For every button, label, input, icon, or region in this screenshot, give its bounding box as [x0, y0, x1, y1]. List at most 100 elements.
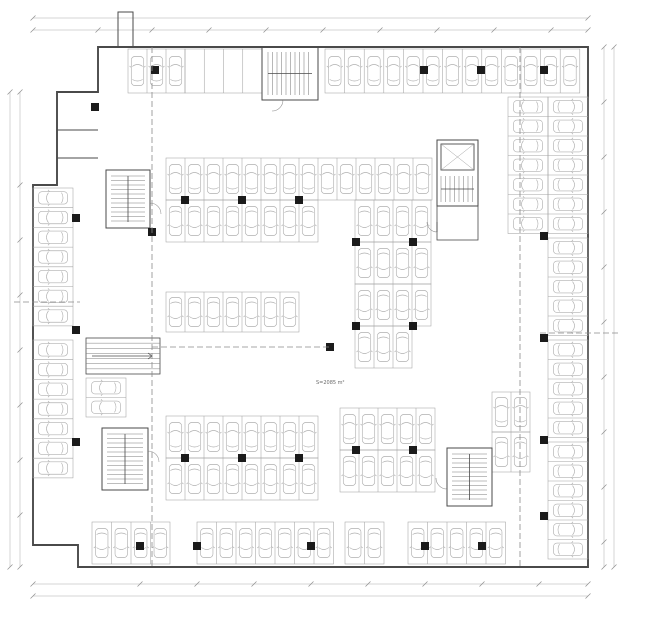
car-symbol: [356, 206, 373, 236]
car-symbol: [417, 414, 434, 444]
dimension-tick: [601, 539, 607, 545]
structural-column: [352, 322, 360, 330]
car-symbol: [379, 456, 396, 486]
car-symbol: [91, 379, 121, 396]
car-symbol: [375, 290, 392, 320]
car-symbol: [513, 98, 543, 115]
dimension-tick: [601, 44, 607, 50]
structural-column: [295, 196, 303, 204]
car-symbol: [553, 157, 583, 174]
car-symbol: [512, 397, 529, 427]
car-symbol: [341, 456, 358, 486]
car-symbol: [224, 464, 241, 494]
stair-enclosure: [105, 169, 151, 229]
car-symbol: [38, 381, 68, 398]
car-symbol: [417, 456, 434, 486]
parking-stall-row: [32, 339, 74, 479]
car-symbol: [522, 56, 540, 86]
car-symbol: [553, 278, 583, 295]
car-symbol: [357, 164, 374, 194]
parking-stall-row: [324, 48, 581, 94]
door-swing-arc: [271, 99, 284, 112]
dimension-tick: [601, 429, 607, 435]
structural-column: [540, 334, 548, 342]
structural-column: [409, 446, 417, 454]
car-symbol: [346, 528, 363, 558]
parking-group-right-1: [547, 96, 589, 234]
car-symbol: [493, 397, 510, 427]
dimension-tick: [601, 374, 607, 380]
car-symbol: [356, 290, 373, 320]
car-symbol: [198, 528, 215, 558]
car-symbol: [553, 502, 583, 519]
dimension-tick: [7, 89, 13, 95]
door-swing-arc: [426, 221, 438, 233]
car-symbol: [483, 56, 500, 86]
dimension-tick: [611, 44, 617, 50]
car-symbol: [553, 137, 583, 154]
elevator-cross: [440, 143, 475, 171]
structural-column: [238, 454, 246, 462]
car-symbol: [413, 206, 430, 236]
structural-column: [72, 214, 80, 222]
shaft-annex: [117, 11, 134, 48]
dimension-tick: [601, 319, 607, 325]
dimension-tick: [17, 237, 23, 243]
car-symbol: [224, 422, 241, 452]
elevator-outline: [440, 143, 475, 171]
car-symbol: [91, 399, 121, 416]
car-symbol: [38, 307, 68, 325]
structural-column: [478, 542, 486, 550]
car-symbol: [553, 541, 583, 558]
car-symbol: [315, 528, 332, 558]
car-symbol: [553, 443, 583, 460]
parking-group-right-4: [547, 441, 589, 560]
car-symbol: [262, 164, 279, 194]
car-symbol: [281, 164, 298, 194]
dimension-tick: [434, 27, 440, 33]
car-symbol: [360, 456, 377, 486]
dimension-tick: [536, 581, 542, 587]
structural-column: [540, 512, 548, 520]
car-symbol: [38, 400, 68, 418]
parking-stall-row: [354, 325, 413, 369]
car-symbol: [376, 164, 393, 194]
car-symbol: [553, 259, 583, 276]
car-symbol: [413, 290, 430, 320]
parking-stall-row: [32, 187, 74, 327]
structural-column: [540, 66, 548, 74]
dimension-tick: [30, 593, 36, 599]
car-symbol: [38, 209, 68, 226]
car-symbol: [326, 56, 344, 86]
car-symbol: [513, 137, 543, 154]
car-symbol: [237, 528, 254, 558]
parking-group-center-block-2: [354, 241, 432, 285]
structural-column: [352, 446, 360, 454]
car-symbol: [338, 164, 355, 194]
car-symbol: [38, 189, 68, 207]
parking-group-center-block-4: [354, 325, 413, 369]
dimension-tick: [601, 564, 607, 570]
car-symbol: [129, 56, 146, 86]
car-symbol: [243, 164, 260, 194]
structural-column: [352, 238, 360, 246]
ramp-outline: [85, 337, 161, 375]
car-symbol: [394, 332, 411, 362]
car-symbol: [553, 215, 583, 232]
parking-group-center-block-3: [354, 283, 432, 327]
structural-column: [151, 66, 159, 74]
parking-group-right-3: [547, 339, 589, 438]
parking-group-lower-block-a: [165, 415, 319, 459]
car-symbol: [394, 248, 411, 278]
car-symbol: [281, 464, 298, 494]
parking-stall-row: [547, 237, 589, 336]
car-symbol: [38, 341, 68, 359]
car-symbol: [356, 248, 373, 278]
car-symbol: [224, 206, 241, 236]
car-symbol: [224, 297, 241, 327]
parking-group-mid-row: [165, 291, 300, 333]
car-symbol: [257, 528, 274, 558]
car-symbol: [553, 380, 583, 397]
dimension-tick: [17, 347, 23, 353]
dimension-tick: [585, 581, 591, 587]
